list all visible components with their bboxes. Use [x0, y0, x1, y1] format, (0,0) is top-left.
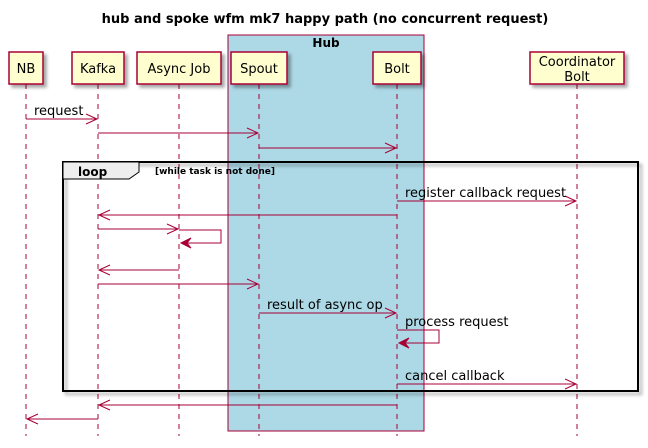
message-6 [98, 223, 180, 235]
participant-bolt: Bolt [372, 51, 422, 85]
message-arrowhead [97, 399, 111, 411]
message-13 [97, 399, 397, 411]
message-arrowhead [85, 113, 99, 125]
message-11: process request [397, 315, 509, 349]
message-line [397, 329, 440, 344]
participant-nb: NB [8, 51, 44, 85]
hub-box: Hub [227, 34, 425, 432]
message-arrowhead [384, 142, 398, 154]
message-arrowhead [564, 378, 578, 390]
participant-label-kafka: Kafka [80, 62, 116, 77]
participant-label-nb: NB [17, 62, 36, 77]
loop-condition: [while task is not done] [155, 167, 275, 177]
message-8 [97, 264, 179, 276]
participant-label-spout: Spout [240, 62, 278, 77]
message-line [179, 229, 222, 244]
messages: request register callback request result o… [25, 104, 578, 425]
message-arrowhead [564, 195, 578, 207]
loop-keyword: loop [78, 165, 108, 179]
message-label: result of async op [267, 298, 383, 313]
message-12: cancel callback [397, 369, 578, 390]
message-arrowhead [97, 264, 111, 276]
diagram-title: hub and spoke wfm mk7 happy path (no con… [102, 12, 549, 27]
message-label: request [34, 104, 83, 119]
participant-box-bolt [372, 51, 422, 85]
lifelines [25, 84, 578, 436]
participant-async: Async Job [136, 51, 222, 85]
message-arrowhead [179, 237, 192, 249]
message-5 [97, 209, 397, 221]
message-9 [98, 278, 260, 290]
message-14 [25, 413, 98, 425]
participant-label-coord: Bolt [564, 70, 590, 85]
participant-box-kafka [71, 51, 125, 85]
message-10: result of async op [259, 298, 398, 319]
hub-box-label: Hub [312, 36, 340, 50]
message-arrowhead [25, 413, 39, 425]
message-3 [259, 142, 398, 154]
loop-fragment: loop [while task is not done] [62, 161, 639, 392]
message-7 [179, 229, 222, 249]
message-arrowhead [166, 223, 180, 235]
message-label: register callback request [405, 186, 566, 201]
message-label: process request [405, 315, 509, 330]
message-arrowhead [246, 278, 260, 290]
message-arrowhead [384, 307, 398, 319]
message-arrowhead [246, 127, 260, 139]
message-4: register callback request [397, 186, 578, 207]
participant-box-coord [529, 51, 625, 85]
participant-kafka: Kafka [71, 51, 125, 85]
participant-label-bolt: Bolt [384, 62, 410, 77]
loop-tab [62, 161, 140, 180]
hub-box-rect [227, 34, 425, 432]
participant-box-async [136, 51, 222, 85]
participant-label-async: Async Job [148, 62, 211, 77]
message-arrowhead [397, 337, 410, 349]
participant-label-coord: Coordinator [539, 55, 616, 70]
participant-spout: Spout [230, 51, 288, 85]
message-arrowhead [97, 209, 111, 221]
participant-box-nb [8, 51, 44, 85]
participant-box-spout [230, 51, 288, 85]
message-1: request [26, 104, 99, 125]
message-label: cancel callback [405, 369, 505, 384]
loop-frame [62, 161, 639, 392]
message-2 [98, 127, 260, 139]
